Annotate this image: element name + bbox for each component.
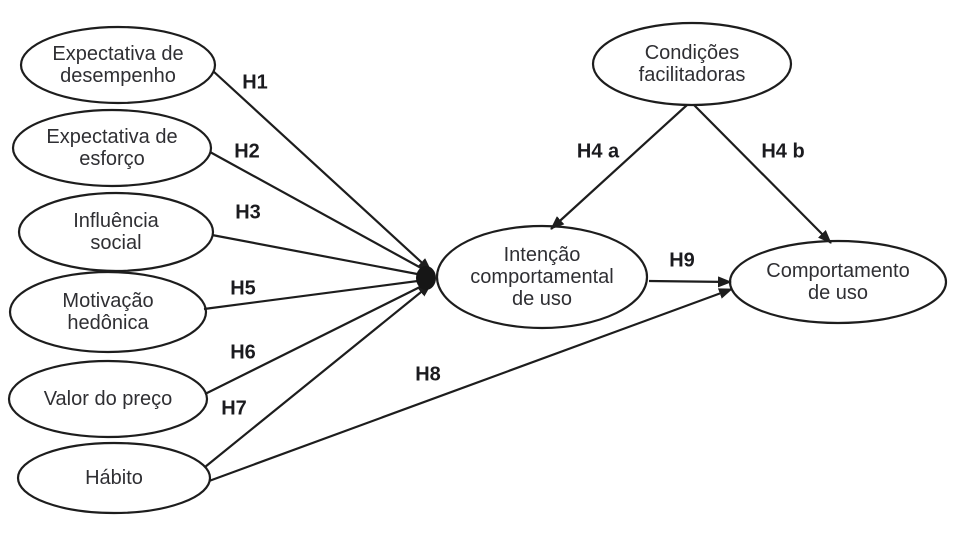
edge-h8-arrow [208,287,733,483]
edge-h4b-arrow [693,104,832,244]
node-influencia-social [17,191,215,273]
node-intencao-comportamental [435,224,649,330]
edge-h7-arrow [204,283,432,468]
edge-h9-arrow [648,276,732,288]
edge-h6-arrow [204,280,433,395]
edge-h5-arrow [203,275,434,311]
node-motivacao-hedonica [8,270,208,354]
node-comportamento-uso [728,239,948,325]
node-habito [16,441,212,515]
arrowhead-convergence-blob [416,266,436,290]
node-condicoes-facilitadoras [591,21,793,107]
edge-h3-arrow [211,233,434,280]
edge-h2-arrow [209,151,433,275]
node-valor-preco [7,359,209,439]
edge-h1-arrow [212,70,432,272]
edge-h4a-arrow [550,104,688,230]
node-expectativa-esforco [11,108,213,188]
node-expectativa-desempenho [19,25,217,105]
